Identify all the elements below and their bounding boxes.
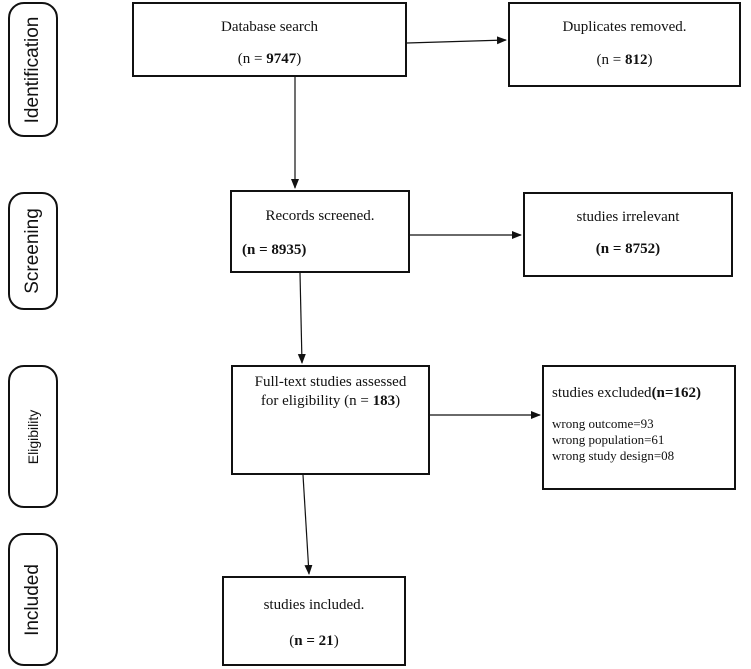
studies-included-box: studies included. (n = 21): [222, 576, 406, 666]
arrow-search-to-duplicates: [406, 36, 507, 45]
records-screened-box: Records screened. (n = 8935): [230, 190, 410, 273]
studies-excluded-box: studies excluded(n=162) wrong outcome=93…: [542, 365, 736, 490]
database-search-box: Database search (n = 9747): [132, 2, 407, 77]
arrow-fulltext-to-included: [302, 474, 313, 575]
exclusion-reason-study-design: wrong study design=08: [552, 448, 675, 463]
database-search-count: (n = 9747): [237, 51, 302, 67]
duplicates-removed-count: (n = 812): [596, 52, 653, 68]
arrow-screened-to-fulltext: [297, 272, 306, 364]
exclusion-reason-outcome: wrong outcome=93: [552, 416, 654, 431]
studies-irrelevant-box: studies irrelevant (n = 8752): [523, 192, 733, 277]
duplicates-removed-box: Duplicates removed. (n = 812): [508, 2, 741, 87]
records-screened-title: Records screened.: [265, 208, 375, 224]
duplicates-removed-title: Duplicates removed.: [562, 19, 687, 35]
full-text-box: Full-text studies assessed for eligibili…: [231, 365, 430, 475]
studies-included-count: (n = 21): [289, 633, 339, 649]
database-search-title: Database search: [220, 19, 319, 35]
stage-eligibility: Eligibility: [8, 365, 58, 508]
records-screened-count: (n = 8935): [242, 242, 307, 258]
stage-included: Included: [8, 533, 58, 666]
full-text-line2: for eligibility (n = 183): [260, 393, 401, 409]
studies-excluded-title: studies excluded(n=162): [552, 385, 701, 401]
studies-included-title: studies included.: [263, 597, 365, 613]
studies-irrelevant-title: studies irrelevant: [576, 209, 680, 225]
full-text-line1: Full-text studies assessed: [254, 374, 407, 390]
studies-irrelevant-count: (n = 8752): [595, 241, 661, 257]
stage-screening: Screening: [8, 192, 58, 310]
stage-identification: Identification: [8, 2, 58, 137]
exclusion-reason-population: wrong population=61: [552, 432, 665, 447]
